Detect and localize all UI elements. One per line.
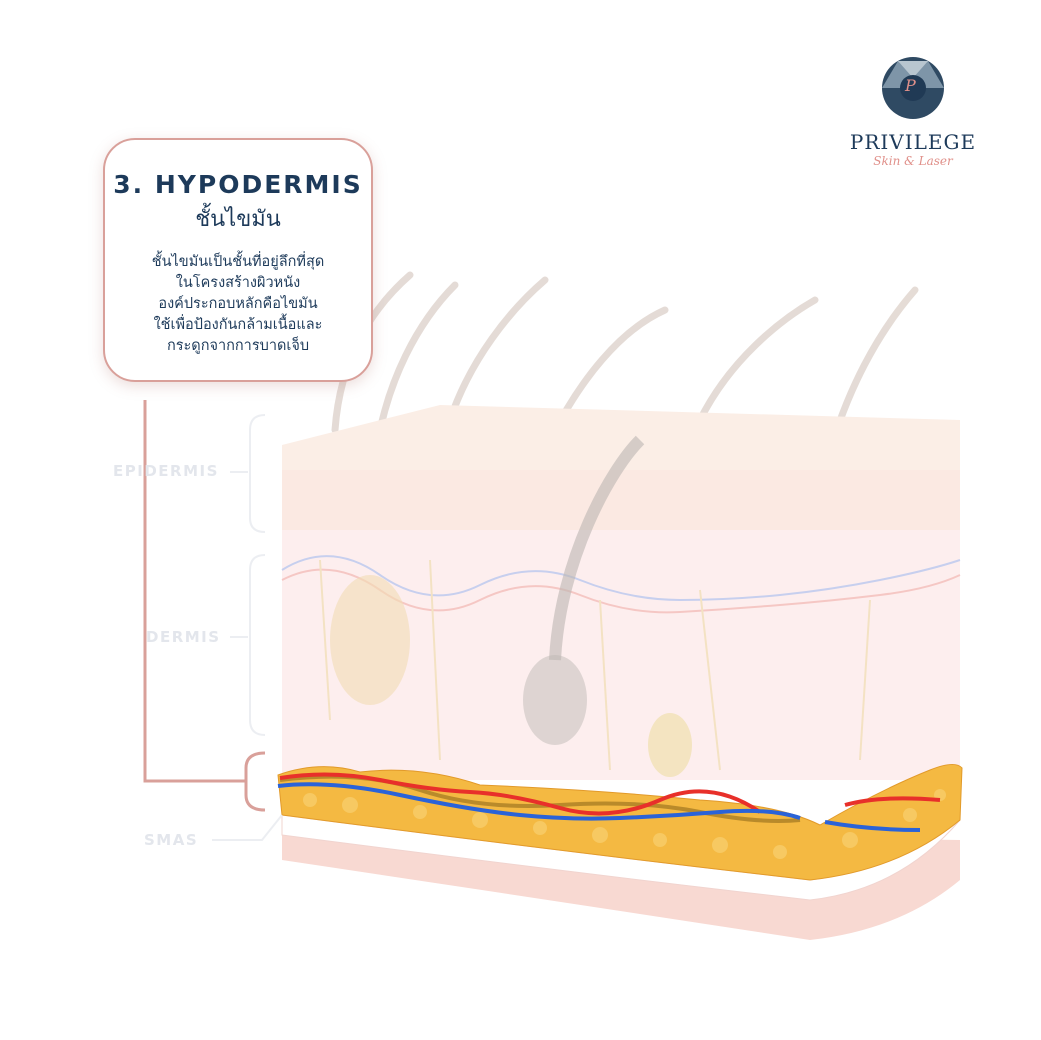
logo-monogram: P <box>905 76 916 95</box>
hair-follicle <box>523 655 587 745</box>
description-line: ในโครงสร้างผิวหนัง <box>175 275 301 291</box>
fat-cells <box>303 789 946 859</box>
description-line: ชั้นไขมันเป็นชั้นที่อยู่ลึกที่สุด <box>151 254 325 270</box>
card-subtitle: ชั้นไขมัน <box>195 207 281 232</box>
description-line: ใช้เพื่อป้องกันกล้ามเนื้อและ <box>153 317 323 333</box>
sebaceous-gland <box>330 575 410 705</box>
skin-top-surface <box>282 405 960 470</box>
hypodermis-info-card: 3. HYPODERMIS ชั้นไขมัน ชั้นไขมันเป็นชั้… <box>103 138 373 382</box>
artery <box>279 772 941 816</box>
description-line: องค์ประกอบหลักคือไขมัน <box>158 296 318 312</box>
logo-tagline: Skin & Laser <box>873 154 953 168</box>
label-epidermis: EPIDERMIS <box>113 462 219 480</box>
label-smas: SMAS <box>144 831 199 849</box>
layer-brackets <box>143 400 283 841</box>
logo-gem-icon <box>882 57 944 119</box>
vein <box>277 782 921 832</box>
epidermis-layer <box>282 470 960 530</box>
logo-name: PRIVILEGE <box>849 130 977 154</box>
description-line: กระดูกจากการบาดเจ็บ <box>166 338 310 354</box>
card-description: ชั้นไขมันเป็นชั้นที่อยู่ลึกที่สุด ในโครง… <box>105 252 371 357</box>
label-dermis: DERMIS <box>146 628 221 646</box>
card-title: 3. HYPODERMIS <box>113 170 363 199</box>
privilege-logo: PRIVILEGE Skin & Laser <box>846 56 980 168</box>
